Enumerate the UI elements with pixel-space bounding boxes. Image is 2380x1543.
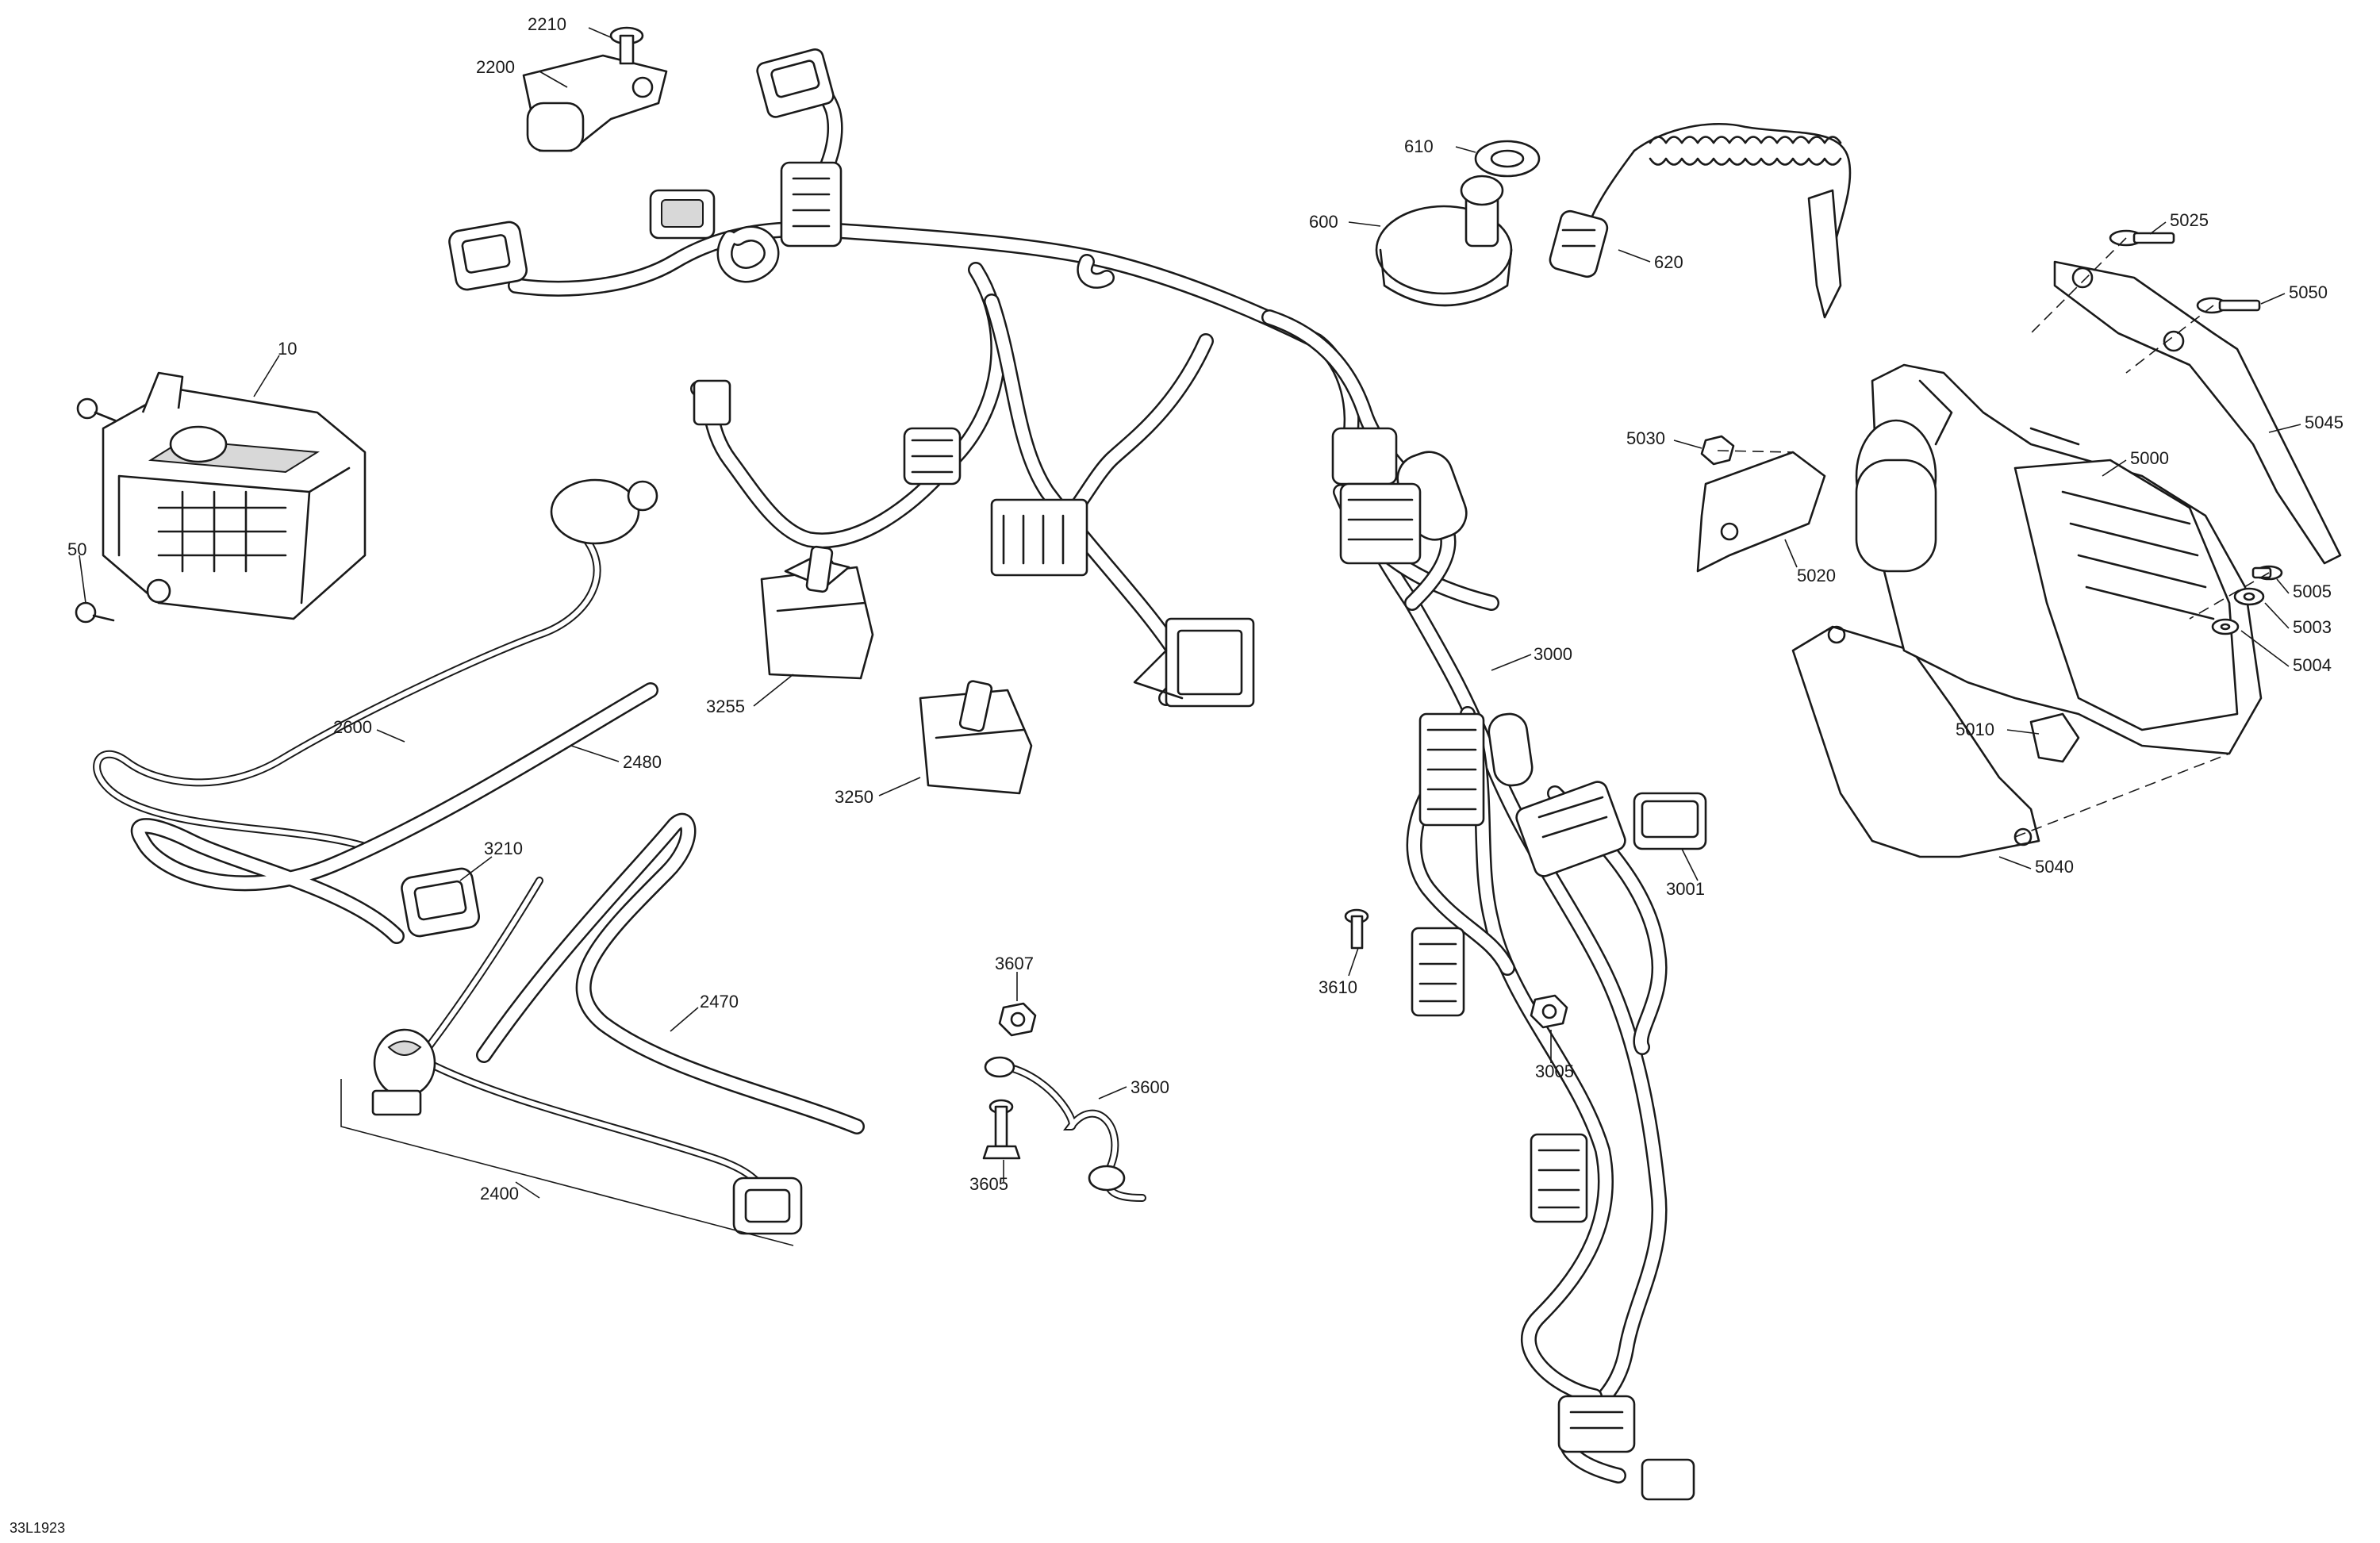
harness-connector (1331, 427, 1422, 565)
callout-3607: 3607 (995, 954, 1034, 973)
sensor-2200[interactable] (522, 54, 668, 152)
callout-5020: 5020 (1797, 566, 1836, 585)
callout-50: 50 (67, 539, 86, 559)
main-wiring-harness[interactable] (447, 48, 1695, 1501)
callout-5005: 5005 (2293, 582, 2332, 601)
screw-2210[interactable] (609, 26, 644, 65)
harness-connector (649, 189, 716, 240)
callout-3250: 3250 (835, 787, 873, 807)
callout-10: 10 (278, 339, 297, 359)
tube-2470[interactable] (476, 812, 865, 1134)
clip-5010[interactable] (2029, 712, 2080, 763)
tube-2480[interactable] (130, 682, 658, 944)
callout-5004: 5004 (2293, 655, 2332, 675)
callout-5003: 5003 (2293, 617, 2332, 637)
harness-connector (1530, 1133, 1588, 1223)
harness-connector (693, 379, 962, 486)
callout-3001: 3001 (1666, 879, 1705, 899)
nut-5030[interactable] (1700, 435, 1735, 466)
cable-2600[interactable] (93, 478, 658, 853)
callout-3605: 3605 (969, 1174, 1008, 1194)
callout-3255: 3255 (706, 697, 745, 716)
leader-lines (79, 27, 2301, 1199)
callout-2470: 2470 (700, 992, 739, 1011)
callout-2480: 2480 (623, 752, 662, 772)
socket-600[interactable] (1375, 175, 1513, 307)
bracket-5040[interactable] (1791, 625, 2040, 858)
ground-cable-3600[interactable] (984, 1056, 1146, 1202)
bracket-5045[interactable] (2053, 260, 2342, 565)
callout-5040: 5040 (2035, 857, 2074, 877)
screw-5025[interactable] (2109, 229, 2175, 247)
callout-5010: 5010 (1956, 720, 1994, 739)
callout-labels: 2210 2200 10 50 2600 2480 3210 2470 2400… (10, 14, 2344, 1536)
switch-3255[interactable] (760, 545, 874, 680)
callout-2210: 2210 (528, 14, 566, 34)
nut-3005[interactable] (1530, 994, 1568, 1029)
harness-connector (1411, 927, 1465, 1017)
callout-3005: 3005 (1535, 1061, 1574, 1081)
nut-3607[interactable] (998, 1002, 1037, 1037)
callout-600: 600 (1309, 212, 1338, 232)
callout-620: 620 (1654, 252, 1683, 272)
screw-50[interactable] (75, 397, 117, 624)
fuse-box-10[interactable] (102, 371, 367, 620)
callout-3000: 3000 (1534, 644, 1572, 664)
harness-connector (1515, 781, 1626, 877)
switch-2400[interactable] (371, 877, 803, 1235)
callout-610: 610 (1404, 136, 1434, 156)
washer-5003[interactable] (2233, 587, 2265, 606)
callout-5025: 5025 (2170, 210, 2209, 230)
harness-connector (1557, 1395, 1695, 1501)
callout-3610: 3610 (1319, 977, 1357, 997)
callout-3210: 3210 (484, 839, 523, 858)
coiled-lanyard-620[interactable] (1548, 122, 1852, 319)
callout-2600: 2600 (333, 717, 372, 737)
connector-3001[interactable] (1633, 792, 1707, 850)
bracket-5020[interactable] (1696, 451, 1826, 573)
washer-5004[interactable] (2211, 618, 2240, 635)
bolt-3605[interactable] (982, 1099, 1021, 1160)
callout-5000: 5000 (2130, 448, 2169, 468)
callout-5045: 5045 (2305, 413, 2344, 432)
ecu-5000[interactable] (1855, 363, 2263, 755)
harness-connector (1133, 617, 1255, 708)
bolt-3610[interactable] (1344, 908, 1369, 950)
harness-connector (756, 48, 835, 118)
switch-3250[interactable] (919, 680, 1033, 795)
callout-2200: 2200 (476, 57, 515, 77)
harness-connector (990, 498, 1088, 577)
callout-5050: 5050 (2289, 282, 2328, 302)
screw-5050[interactable] (2196, 297, 2261, 314)
callout-3600: 3600 (1130, 1077, 1169, 1097)
callout-2400: 2400 (480, 1184, 519, 1203)
harness-connector (1418, 712, 1485, 827)
drawing-reference-code: 33L1923 (10, 1520, 65, 1536)
screw-5005[interactable] (2251, 565, 2283, 581)
connector-3210[interactable] (400, 867, 481, 938)
gasket-610[interactable] (1474, 140, 1541, 178)
harness-connector (780, 161, 843, 248)
callout-5030: 5030 (1626, 428, 1665, 448)
harness-connector (448, 221, 528, 291)
